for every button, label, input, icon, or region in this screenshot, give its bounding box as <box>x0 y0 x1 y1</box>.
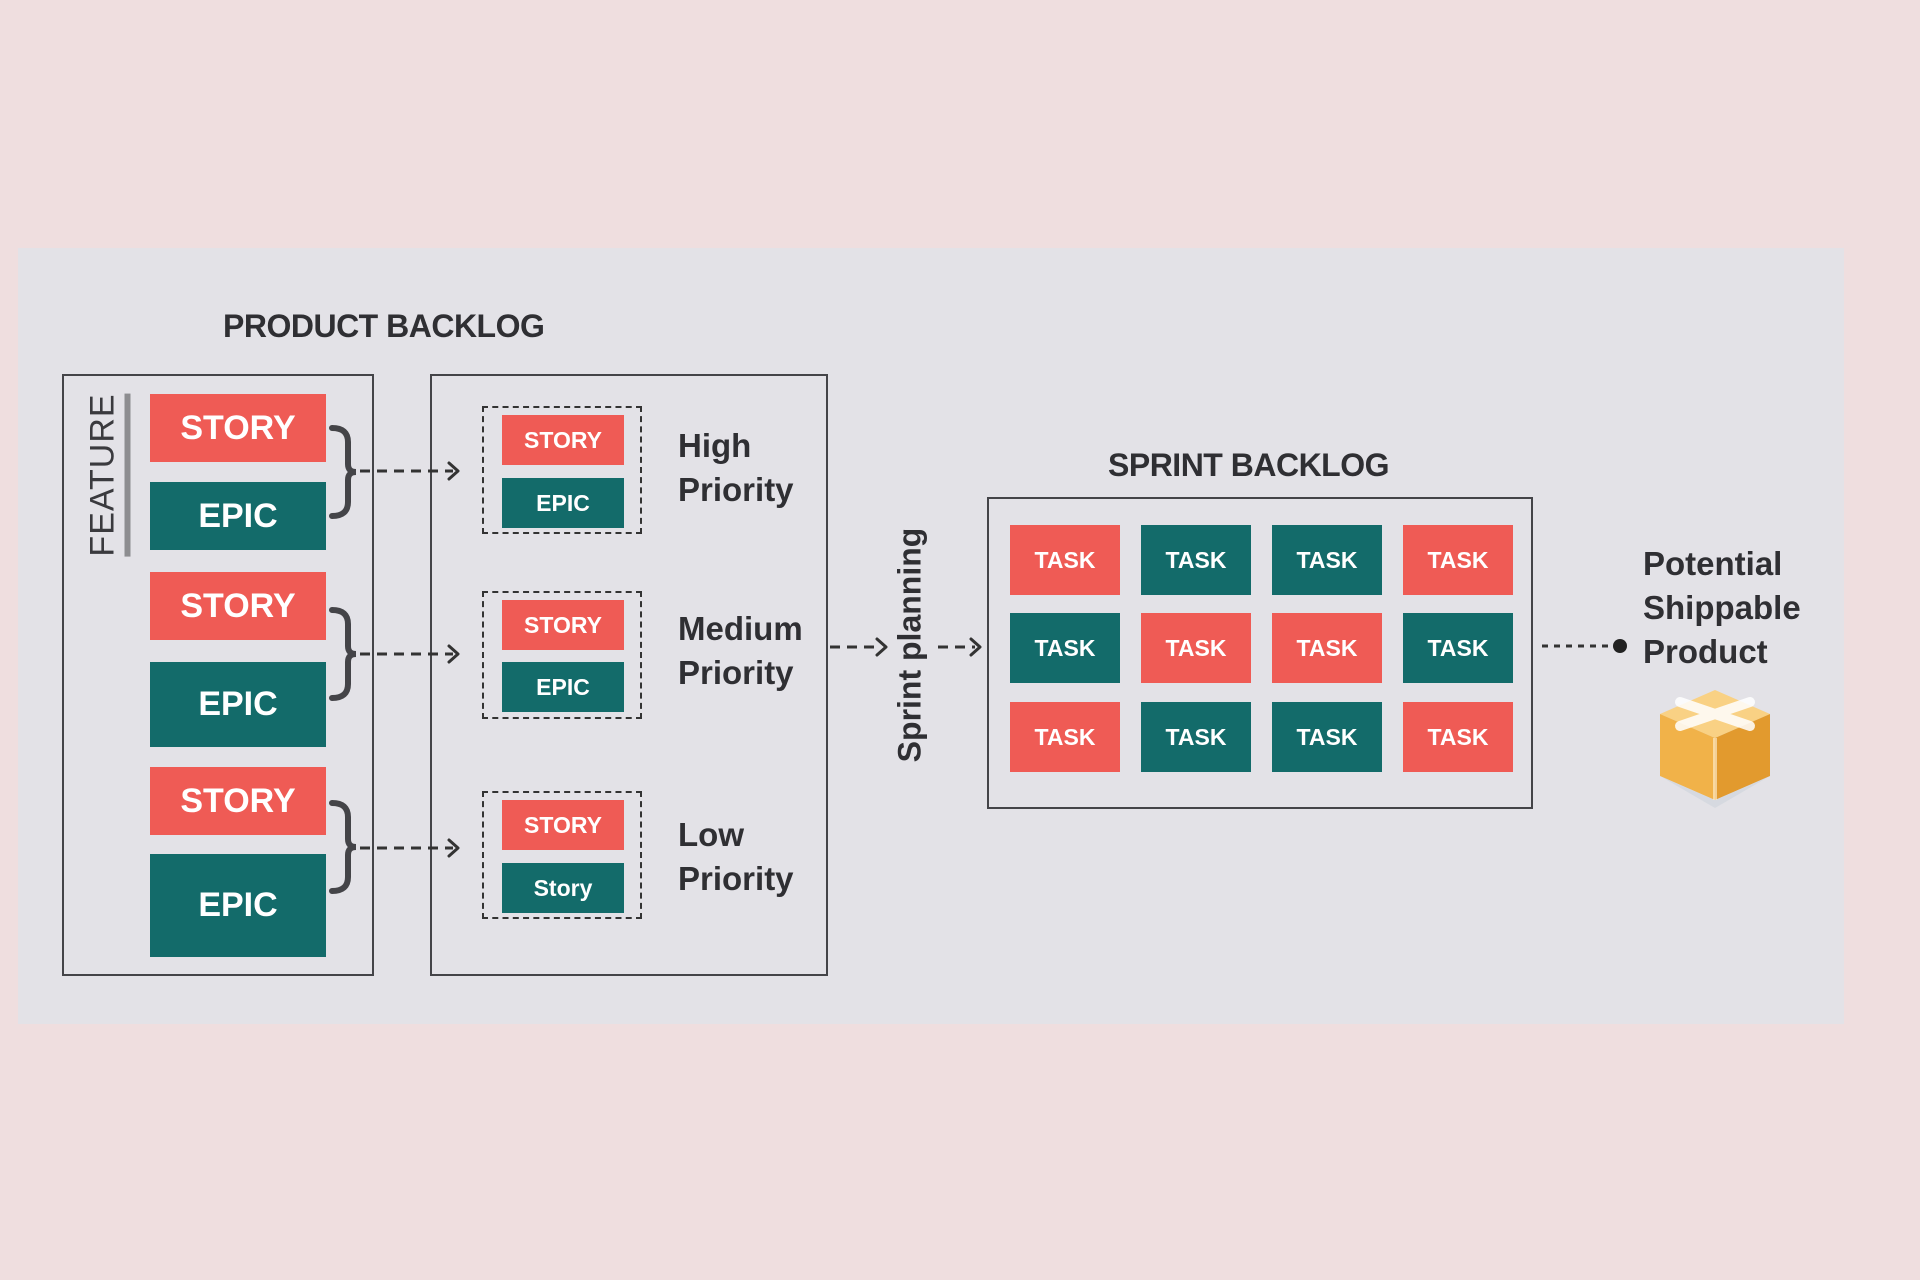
feature-story-2: STORY <box>150 572 326 640</box>
task-tile: TASK <box>1272 525 1382 595</box>
feature-box <box>62 374 374 976</box>
task-tile: TASK <box>1141 525 1251 595</box>
feature-story-1: STORY <box>150 394 326 462</box>
high-priority-story: STORY <box>502 415 624 465</box>
product-backlog-title: PRODUCT BACKLOG <box>223 308 545 344</box>
product-dot <box>1613 639 1627 653</box>
brace-3 <box>329 800 357 894</box>
task-tile: TASK <box>1010 525 1120 595</box>
low-priority-group <box>482 791 642 919</box>
task-tile: TASK <box>1403 525 1513 595</box>
brace-2 <box>329 607 357 701</box>
task-tile: TASK <box>1403 702 1513 772</box>
medium-priority-story: STORY <box>502 600 624 650</box>
sprint-backlog-box <box>987 497 1533 809</box>
task-tile: TASK <box>1141 613 1251 683</box>
potential-shippable-product-label: Potential Shippable Product <box>1643 545 1801 670</box>
arrow-head-planning <box>875 637 888 657</box>
task-tile: TASK <box>1272 613 1382 683</box>
arrow-head-high <box>447 461 460 481</box>
sprint-backlog-title: SPRINT BACKLOG <box>1108 447 1390 483</box>
high-priority-label: High Priority <box>678 427 794 508</box>
low-priority-item: Story <box>502 863 624 913</box>
task-tile: TASK <box>1403 613 1513 683</box>
task-tile: TASK <box>1010 702 1120 772</box>
priority-box <box>430 374 828 976</box>
box-icon <box>1660 690 1770 808</box>
arrow-head-medium <box>447 644 460 664</box>
medium-priority-epic: EPIC <box>502 662 624 712</box>
medium-priority-label: Medium Priority <box>678 610 803 691</box>
feature-epic-1: EPIC <box>150 482 326 550</box>
low-priority-label: Low Priority <box>678 816 794 897</box>
arrow-head-sprint <box>969 637 982 657</box>
task-tile: TASK <box>1272 702 1382 772</box>
high-priority-epic: EPIC <box>502 478 624 528</box>
arrow-head-low <box>447 838 460 858</box>
brace-1 <box>329 425 357 519</box>
task-tile: TASK <box>1010 613 1120 683</box>
feature-epic-3: EPIC <box>150 854 326 957</box>
low-priority-story: STORY <box>502 800 624 850</box>
medium-priority-group <box>482 591 642 719</box>
feature-epic-2: EPIC <box>150 662 326 747</box>
task-tile: TASK <box>1141 702 1251 772</box>
feature-story-3: STORY <box>150 767 326 835</box>
high-priority-group <box>482 406 642 534</box>
